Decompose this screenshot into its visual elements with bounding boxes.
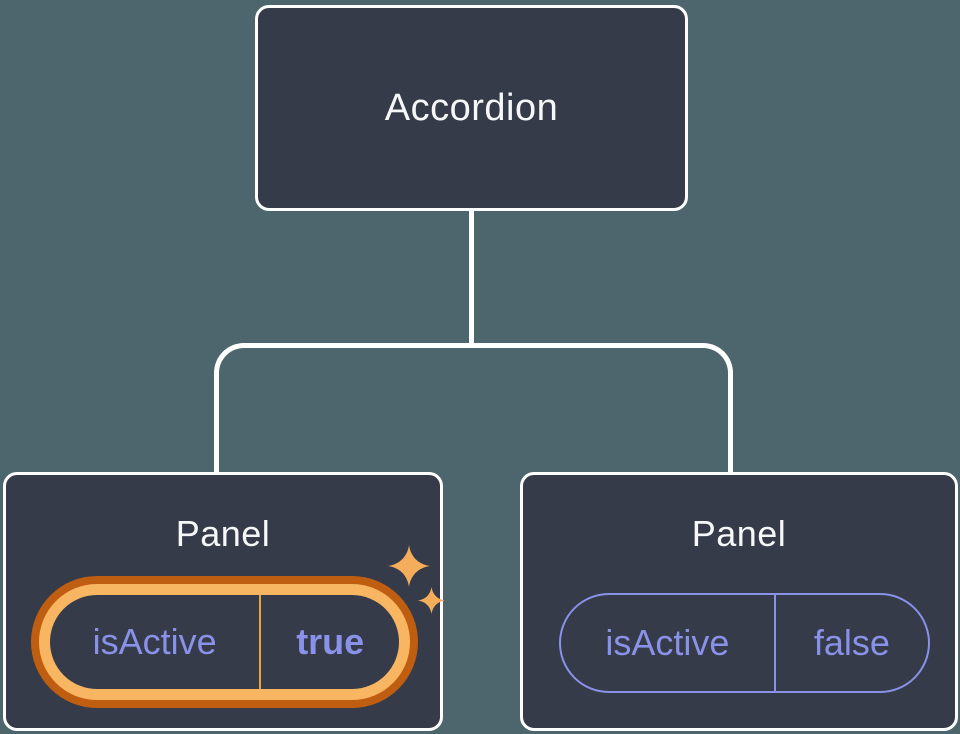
state-pill-active-core: isActive true — [50, 595, 399, 689]
accordion-node: Accordion — [255, 5, 688, 211]
sparkle-icon — [388, 545, 430, 587]
panel-title: Panel — [691, 513, 787, 554]
state-value-label: true — [296, 621, 365, 662]
sparkle-icon — [418, 587, 445, 614]
state-pill-active: isActive true — [31, 576, 418, 708]
state-pill-inactive: isActive false — [559, 593, 930, 693]
panel-node-inactive: Panel isActive false — [520, 472, 958, 731]
accordion-label: Accordion — [384, 86, 559, 129]
state-name-label: isActive — [561, 595, 776, 691]
state-pill-active-ring: isActive true — [39, 584, 410, 700]
connector-stem — [469, 209, 474, 348]
panel-title: Panel — [175, 513, 271, 554]
panel-node-active: Panel isActive true — [3, 472, 445, 731]
connector-bracket — [214, 343, 733, 472]
state-value-label: false — [813, 622, 890, 663]
state-name-label: isActive — [50, 595, 262, 689]
